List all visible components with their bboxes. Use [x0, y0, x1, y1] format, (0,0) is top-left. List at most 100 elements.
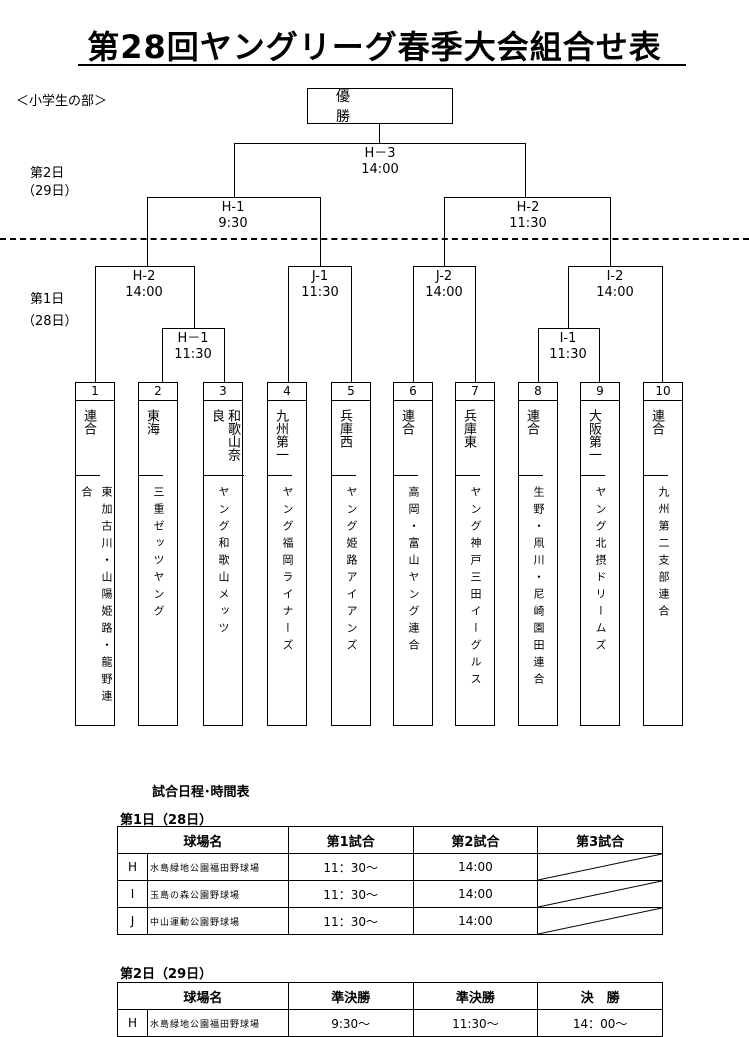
team-name: ヤング北摂ドリームズ [594, 486, 607, 656]
header-venue: 球場名 [117, 982, 289, 1010]
bracket-line [95, 266, 195, 267]
bracket-line [413, 266, 476, 267]
header-venue: 球場名 [117, 826, 289, 854]
team-name: ヤング神戸三田イーグルス [469, 486, 482, 690]
semifinal-1-time: 9:30～ [287, 1009, 414, 1037]
bracket-line [147, 197, 148, 267]
bracket-line [95, 266, 96, 382]
bracket-line [599, 328, 600, 382]
bracket-line [162, 328, 225, 329]
bracket-line [610, 197, 611, 267]
bracket-line [413, 266, 414, 382]
team-name: ヤング和歌山メッツ [217, 486, 230, 639]
header-game3: 第3試合 [537, 826, 663, 854]
winner-box: 優 勝 [307, 88, 453, 125]
header-final: 決 勝 [537, 982, 663, 1010]
team-number: 10 [644, 383, 682, 401]
team-name: ヤング姫路アイアンズ [345, 486, 358, 656]
team-club: 兵庫西 [332, 401, 356, 476]
team-name: 三重ゼッツヤング [152, 486, 165, 622]
game1-time: 11：30～ [287, 880, 414, 908]
venue-code: H [117, 853, 148, 881]
bracket-line [194, 266, 195, 329]
day-divider [0, 238, 749, 240]
game1-time: 11：30～ [287, 853, 414, 881]
header-game1: 第1試合 [287, 826, 414, 854]
table-row: H 水島緑地公園福田野球場 9:30～ 11:30～ 14：00～ [117, 1009, 663, 1037]
team-number: 7 [456, 383, 494, 401]
team-club: 連合 [394, 401, 418, 476]
table-row: H 水島緑地公園福田野球場 11：30～ 14:00 [117, 853, 663, 881]
venue-code: J [117, 907, 148, 935]
bracket-line [288, 266, 289, 382]
day2-label: 第2日 [30, 166, 65, 181]
bracket-line [568, 266, 569, 329]
schedule-day1-label: 第1日（28日） [120, 813, 213, 828]
header-semifinal-2: 準決勝 [412, 982, 539, 1010]
team-club: 東海 [139, 401, 163, 476]
section-label: ＜小学生の部＞ [16, 94, 108, 109]
game2-time: 14:00 [412, 880, 539, 908]
team-club: 連合 [644, 401, 668, 476]
schedule-day1-table: 球場名 第1試合 第2試合 第3試合 H 水島緑地公園福田野球場 11：30～ … [117, 826, 663, 935]
venue-name: 中山運動公園野球場 [146, 907, 289, 935]
page-title: 第28回ヤングリーグ春季大会組合せ表 [87, 28, 662, 66]
team-name: 九州第二支部連合 [657, 486, 670, 622]
header-semifinal-1: 準決勝 [287, 982, 414, 1010]
bracket-line [224, 328, 225, 382]
bracket-line [351, 266, 352, 382]
table-row: I 玉島の森公園野球場 11：30～ 14:00 [117, 880, 663, 908]
empty-slash-cell [537, 880, 663, 908]
bracket-line [444, 197, 445, 267]
team-name: 高岡・富山ヤング連合 [407, 486, 420, 656]
day2-date: （29日） [22, 184, 78, 199]
venue-name: 水島緑地公園福田野球場 [146, 1009, 289, 1037]
schedule-day2-table: 球場名 準決勝 準決勝 決 勝 H 水島緑地公園福田野球場 9:30～ 11:3… [117, 982, 663, 1037]
game1-time: 11：30～ [287, 907, 414, 935]
bracket-line [320, 197, 321, 267]
venue-name: 玉島の森公園野球場 [146, 880, 289, 908]
bracket-line [568, 266, 663, 267]
team-club: 連合 [76, 401, 100, 476]
header-game2: 第2試合 [412, 826, 539, 854]
bracket-line [525, 143, 526, 197]
title-underline [78, 64, 686, 66]
bracket-line [234, 143, 235, 197]
day1-label: 第1日 [30, 292, 65, 307]
day1-date: （28日） [22, 314, 78, 329]
final-time: 14：00～ [537, 1009, 663, 1037]
bracket-line [538, 328, 600, 329]
bracket-line [538, 328, 539, 382]
team-number: 5 [332, 383, 370, 401]
team-number: 9 [581, 383, 619, 401]
schedule-title: 試合日程･時間表 [152, 785, 250, 800]
team-club: 連合 [519, 401, 543, 476]
team-number: 1 [76, 383, 114, 401]
team-number: 8 [519, 383, 557, 401]
empty-slash-cell [537, 853, 663, 881]
bracket-line [147, 197, 321, 198]
team-name: 東加古川・山陽姫路・龍野連合 [80, 486, 113, 707]
game2-time: 14:00 [412, 853, 539, 881]
bracket-line [662, 266, 663, 382]
team-club: 九州第一 [268, 401, 292, 476]
semifinal-2-time: 11:30～ [412, 1009, 539, 1037]
team-number: 4 [268, 383, 306, 401]
bracket-line [288, 266, 352, 267]
bracket-line [234, 143, 526, 144]
